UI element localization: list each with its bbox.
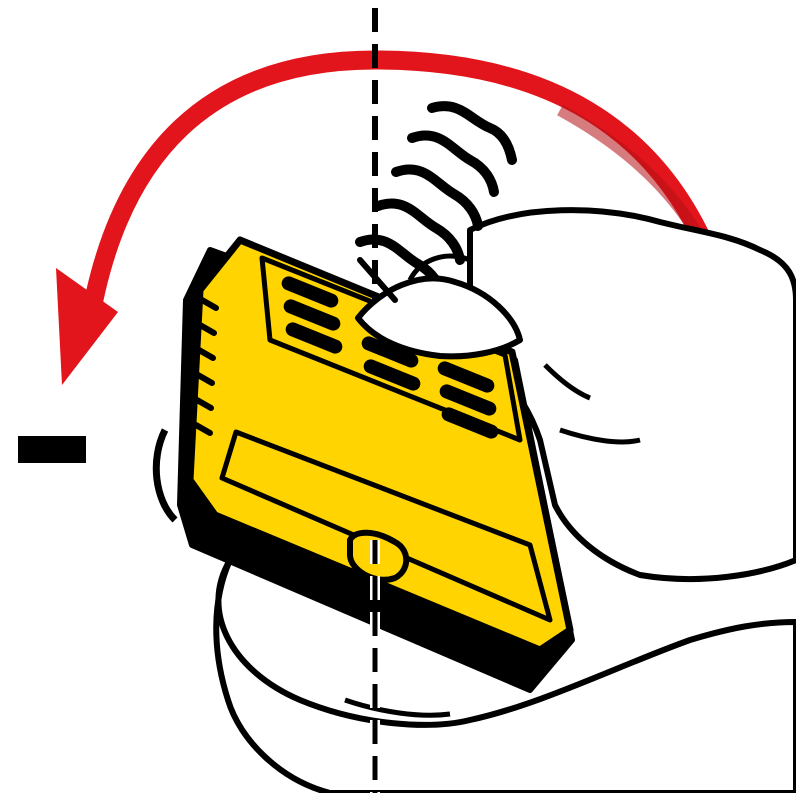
minus-icon <box>18 436 86 463</box>
arrow-head-left <box>56 268 118 385</box>
